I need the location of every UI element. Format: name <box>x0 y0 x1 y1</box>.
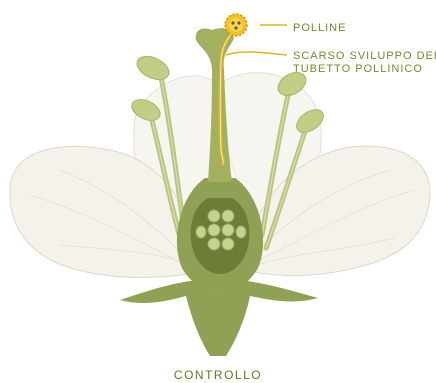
pollen-grain <box>225 14 247 36</box>
pollen-tube-label: SCARSO SVILUPPO DEL TUBETTO POLLINICO <box>293 50 436 76</box>
diagram-caption: CONTROLLO <box>0 368 436 382</box>
pollen-tube-label-line2: TUBETTO POLLINICO <box>293 63 436 76</box>
pollen-tube-label-line1: SCARSO SVILUPPO DEL <box>293 50 436 63</box>
pollen-label: POLLINE <box>293 22 346 35</box>
tube-leader-line <box>226 52 287 55</box>
